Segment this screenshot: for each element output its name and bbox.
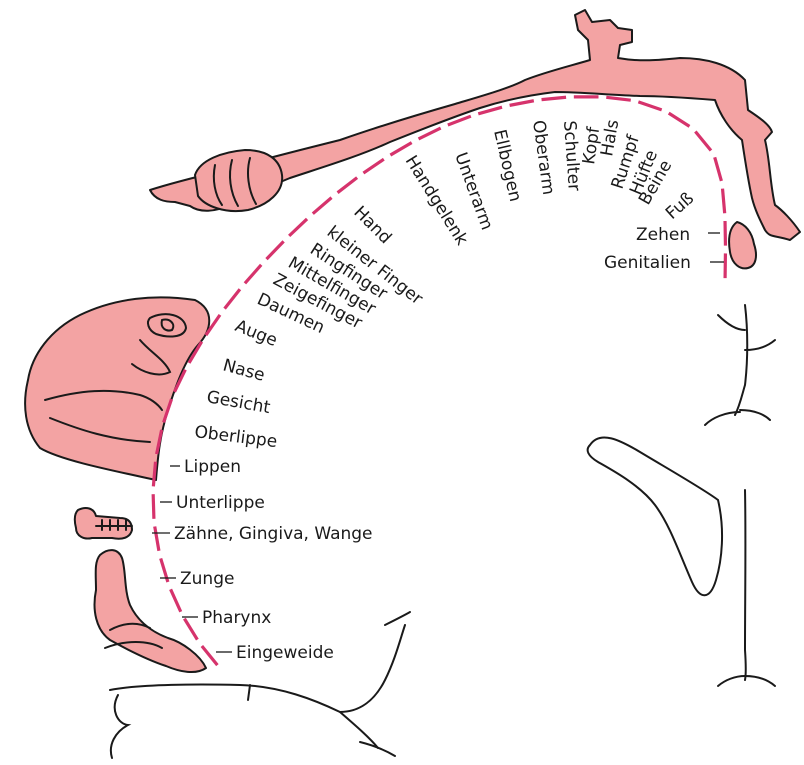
hemisphere-branch-2 xyxy=(385,612,410,625)
cortex-segment xyxy=(266,241,283,259)
label-zunge: Zunge xyxy=(180,569,234,589)
label-auge: Auge xyxy=(232,316,280,351)
hemisphere-branch-1 xyxy=(340,712,378,748)
cortex-segment xyxy=(338,178,358,193)
cortex-segment xyxy=(606,97,630,100)
cortex-segment xyxy=(289,219,307,236)
genital-drawing xyxy=(729,222,756,268)
cortex-segment xyxy=(171,589,181,611)
face-drawing xyxy=(25,297,209,480)
cortex-segment xyxy=(153,494,154,519)
label-nase: Nase xyxy=(221,356,267,386)
label-zaehne: Zähne, Gingiva, Wange xyxy=(174,524,373,544)
cortex-segment xyxy=(542,97,567,99)
cortex-segment xyxy=(155,527,159,551)
label-genitalien: Genitalien xyxy=(604,253,691,273)
cortex-segment xyxy=(390,143,411,155)
cortex-segment xyxy=(184,619,197,640)
cortex-segment xyxy=(313,198,332,214)
label-schulter: Schulter xyxy=(559,120,584,192)
label-zehen: Zehen xyxy=(636,225,690,245)
cortex-segment xyxy=(669,113,690,126)
cortex-segment xyxy=(363,159,383,173)
sulcus-lower xyxy=(745,490,746,680)
cortex-segment xyxy=(225,289,240,308)
label-gesicht: Gesicht xyxy=(205,387,272,418)
sulcus-upper-branch-2 xyxy=(745,340,775,350)
hemisphere-branch-4 xyxy=(360,742,395,756)
ventricle-outline xyxy=(588,437,722,595)
cortex-segment xyxy=(715,157,722,181)
label-oberlippe: Oberlippe xyxy=(193,422,278,452)
label-oberarm: Oberarm xyxy=(528,119,558,196)
label-kopf: Kopf xyxy=(579,125,604,166)
sulcus-lower-branch-1 xyxy=(718,676,745,686)
cortex-segment xyxy=(638,102,661,110)
hemisphere-lower-curve xyxy=(111,695,128,758)
cortex-segment xyxy=(723,189,725,214)
jaw-drawing xyxy=(75,508,132,539)
sulcus-upper-branch-1 xyxy=(718,315,745,330)
cortex-segment xyxy=(510,101,534,106)
label-lippen: Lippen xyxy=(184,457,241,477)
sulcus-lower-branch-2 xyxy=(745,676,775,686)
sulcus-upper xyxy=(735,305,747,415)
label-unterlippe: Unterlippe xyxy=(176,493,265,513)
cortex-segment xyxy=(245,265,261,283)
label-eingeweide: Eingeweide xyxy=(236,643,334,663)
label-pharynx: Pharynx xyxy=(202,608,271,628)
cortex-segment xyxy=(202,646,218,665)
cortex-segment xyxy=(695,132,711,151)
label-fuss: Fuß xyxy=(662,189,698,224)
hand-drawing xyxy=(195,150,282,211)
label-ellbogen: Ellbogen xyxy=(489,128,525,204)
cortex-segment xyxy=(153,462,155,487)
hemisphere-branch-3 xyxy=(248,685,250,700)
sulcus-upper-branch-4 xyxy=(740,410,770,420)
